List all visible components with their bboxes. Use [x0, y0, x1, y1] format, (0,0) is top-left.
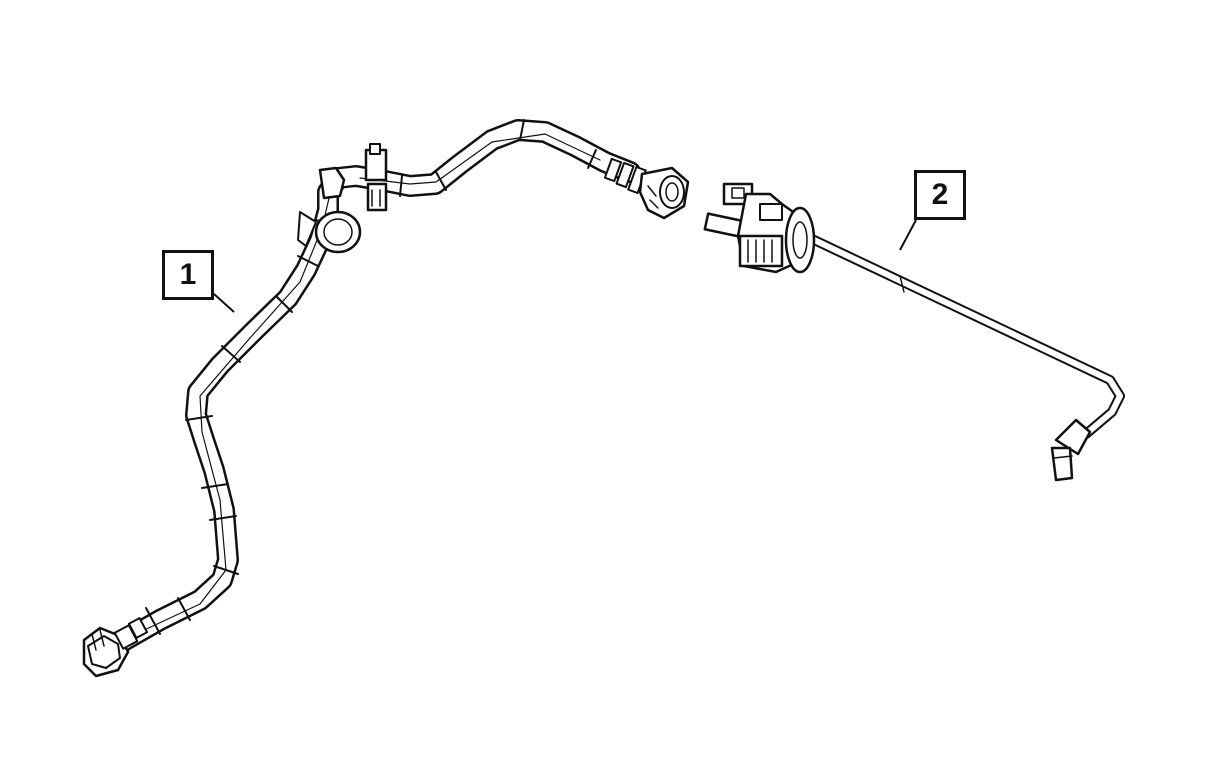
leader-line-2	[899, 219, 917, 251]
hose-clip	[297, 166, 362, 254]
callout-2: 2	[914, 170, 966, 220]
valve-assembly	[703, 182, 1125, 482]
right-connector	[603, 157, 690, 220]
valve-body	[703, 182, 816, 274]
tube-outline	[805, 233, 1125, 439]
left-connector	[82, 617, 149, 678]
leader-line-1	[213, 293, 235, 313]
hose-assembly	[82, 119, 690, 678]
tube-end-fitting	[1050, 418, 1092, 482]
hose-inner	[96, 121, 639, 664]
callout-1: 1	[162, 250, 214, 300]
top-clip	[364, 143, 388, 212]
hose-centerline	[139, 193, 331, 633]
tube-inner	[807, 235, 1123, 437]
